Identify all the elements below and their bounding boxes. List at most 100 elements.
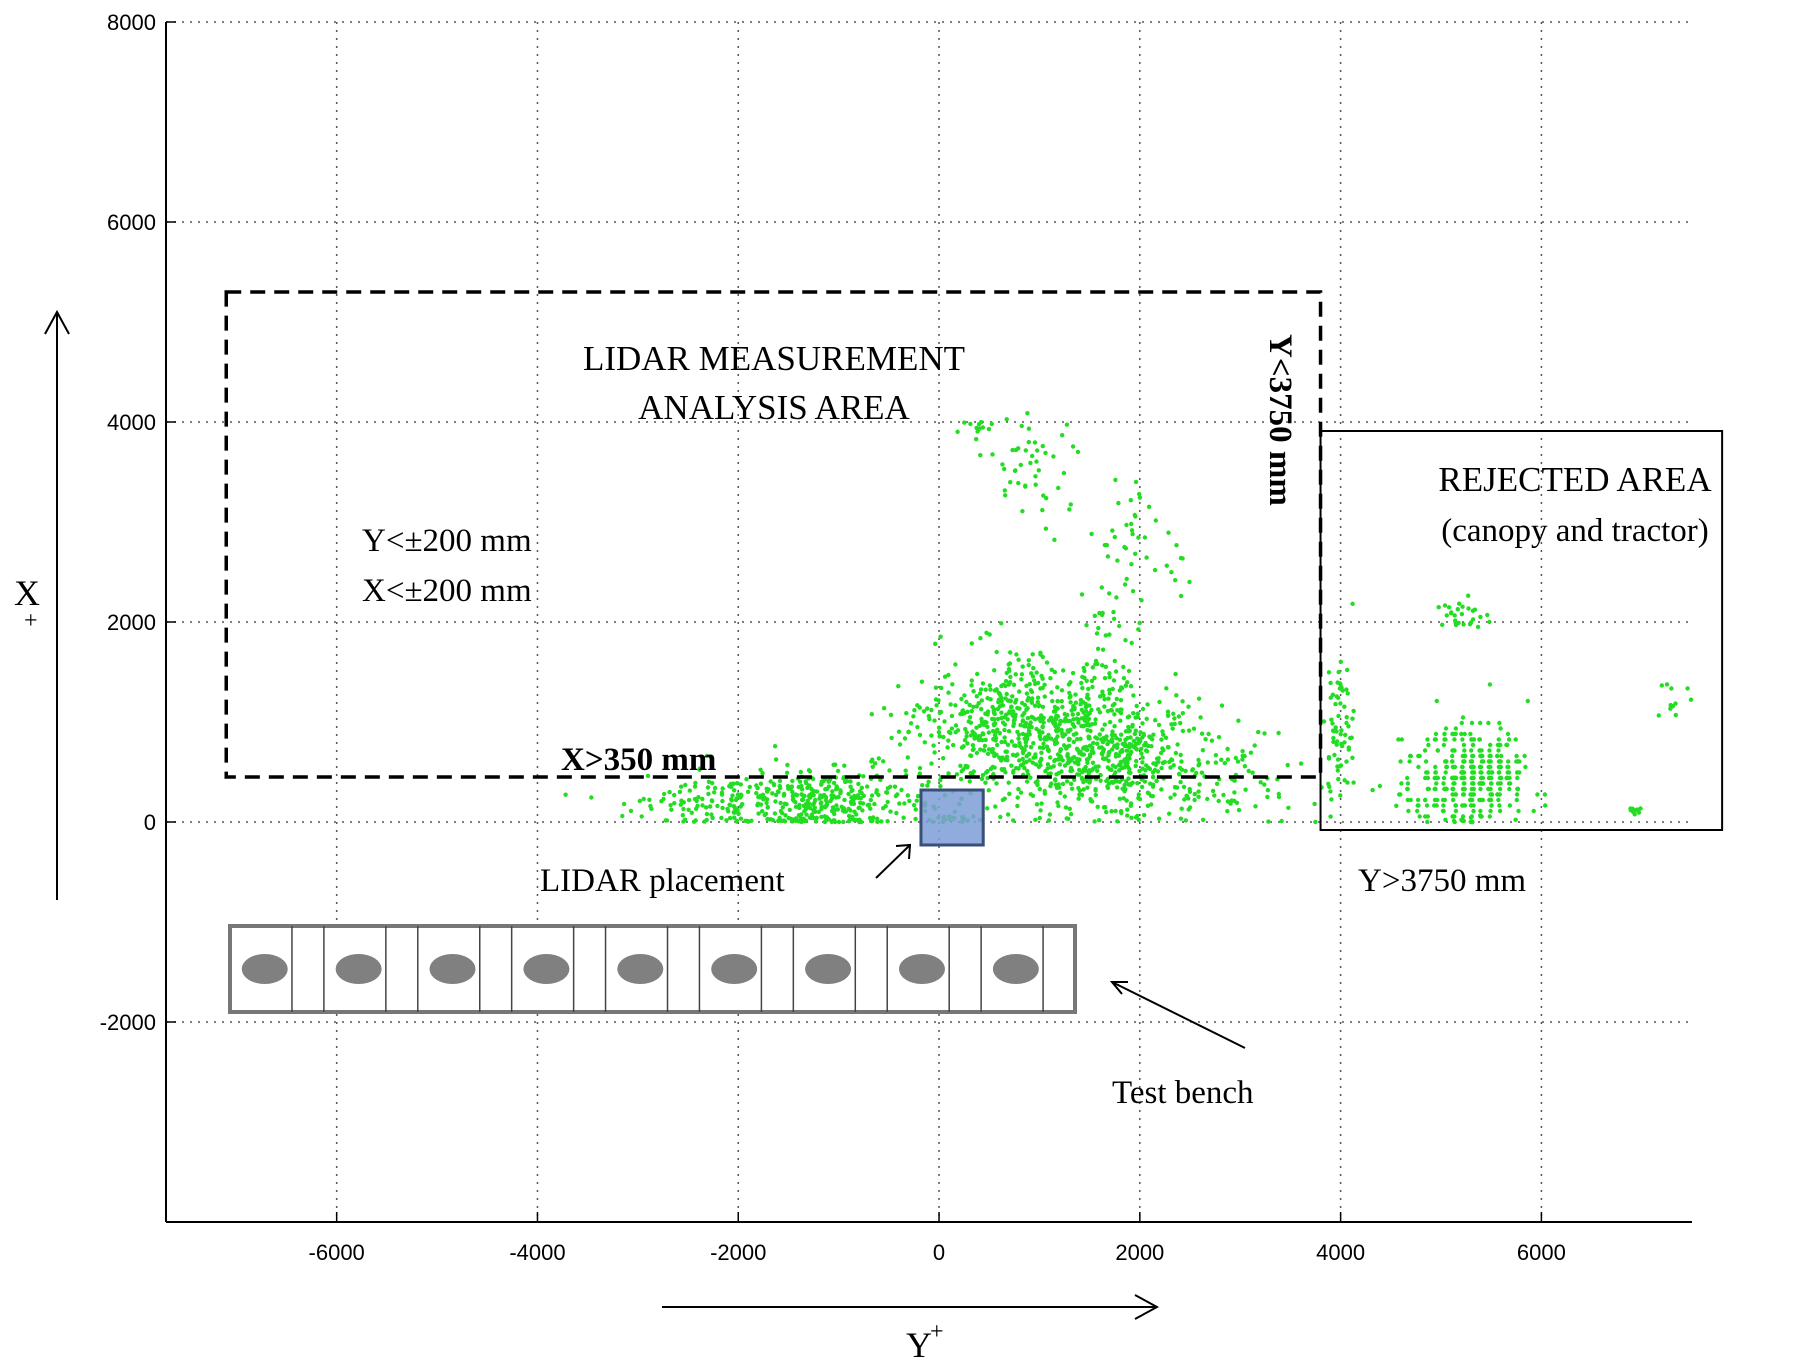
scatter-point [1047,812,1053,817]
scatter-point [1187,579,1192,585]
scatter-point [1008,480,1013,485]
scatter-point [937,710,942,716]
scatter-point [876,792,881,798]
scatter-point [1443,786,1448,792]
scatter-point [917,765,923,771]
scatter-point [1068,781,1074,786]
scatter-point [897,742,903,747]
scatter-point [1331,739,1336,745]
scatter-point [1450,786,1456,792]
scatter-point [1039,750,1044,755]
scatter-point [1074,731,1079,736]
x-threshold-label: X>350 mm [561,742,716,778]
scatter-point [1196,794,1201,799]
scatter-point [778,808,784,814]
scatter-point [841,776,846,781]
scatter-point [1048,715,1054,720]
scatter-point [1498,726,1503,731]
scatter-point [971,769,976,774]
scatter-point [1435,797,1440,803]
scatter-point [977,691,983,696]
scatter-point [1100,663,1105,668]
scatter-point [1098,778,1103,783]
scatter-point [710,780,715,786]
scatter-point [700,803,705,808]
scatter-point [1443,759,1449,764]
scatter-point [1094,631,1100,636]
scatter-point [776,789,781,795]
scatter-point [1669,686,1674,691]
scatter-point [1016,736,1021,741]
scatter-point [1184,793,1189,798]
scatter-point [1107,739,1112,744]
scatter-point [1034,802,1040,807]
scatter-point [1685,686,1690,691]
scatter-point [1631,809,1636,815]
scatter-point [823,804,828,810]
scatter-point [993,721,998,726]
scatter-point [1434,698,1440,704]
scatter-point [1053,778,1058,783]
scatter-point [1112,724,1117,729]
scatter-point [1192,797,1197,803]
y-tick-label: -2000 [100,1010,156,1035]
scatter-point [1102,722,1108,727]
scatter-point [999,715,1004,721]
scatter-point [683,782,688,788]
scatter-point [1467,622,1473,627]
scatter-point [1333,701,1338,707]
rejected-threshold-label: Y>3750 mm [1358,863,1526,899]
scatter-point [729,798,734,803]
scatter-point [1487,619,1492,625]
scatter-point [995,716,1001,722]
scatter-point [1060,734,1066,739]
scatter-point [1481,759,1486,764]
scatter-point [1072,724,1077,729]
scatter-point [1039,713,1044,718]
scatter-point [1126,729,1131,734]
scatter-point [1044,660,1050,665]
scatter-point [1005,812,1011,817]
analysis-area-title-line2: ANALYSIS AREA [638,388,910,427]
scatter-point [881,759,886,764]
scatter-point [953,703,958,708]
scatter-point [1020,664,1025,669]
scatter-point [777,783,782,789]
scatter-point [1117,737,1123,742]
scatter-point [1037,745,1043,750]
scatter-point [1056,485,1061,491]
scatter-point [1345,780,1350,785]
scatter-point [1451,731,1457,737]
scatter-point [1489,770,1494,775]
scatter-point [799,812,804,817]
scatter-point [955,728,961,733]
scatter-point [1079,707,1085,712]
scatter-point [1196,757,1201,763]
scatter-point [806,768,812,773]
scatter-point [985,724,990,729]
scatter-point [1086,756,1091,762]
scatter-point [1166,530,1171,535]
scatter-point [962,693,967,698]
scatter-point [1199,770,1205,775]
scatter-point [1103,756,1109,761]
scatter-point [1102,697,1107,702]
scatter-point [983,780,988,785]
scatter-point [1123,638,1128,643]
scatter-point [1120,749,1125,754]
scatter-point [1048,736,1054,741]
scatter-point [1451,764,1456,770]
scatter-point [1499,753,1504,759]
scatter-point [628,808,634,814]
scatter-point [1024,691,1030,696]
scatter-point [1090,749,1095,754]
scatter-point [1092,675,1097,681]
scatter-point [1017,689,1022,694]
scatter-point [668,803,673,808]
scatter-point [1350,755,1355,760]
scatter-point [1072,760,1078,765]
scatter-point [1498,742,1503,748]
scatter-point [1182,797,1187,802]
scatter-point [1124,522,1129,528]
scatter-point [914,798,919,803]
